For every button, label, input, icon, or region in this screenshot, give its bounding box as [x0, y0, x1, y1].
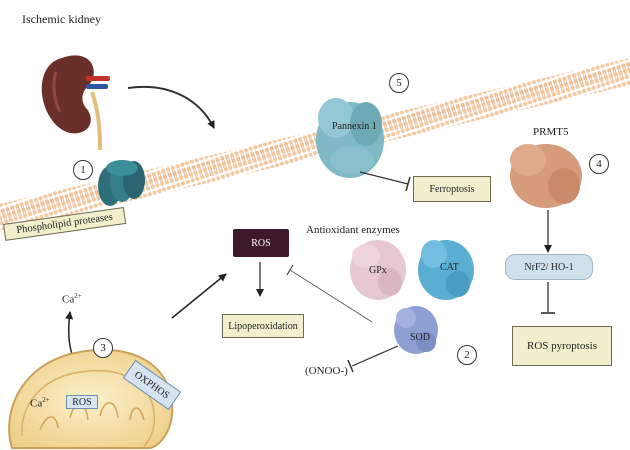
step-5-marker: 5 [389, 73, 409, 93]
step-3-marker: 3 [93, 338, 113, 358]
calcium-outside-text: Ca [62, 293, 75, 306]
kidney-to-membrane-arrow [127, 85, 215, 129]
antioxidant-enzymes-label: Antioxidant enzymes [306, 224, 400, 236]
gpx-protein-icon [350, 240, 406, 300]
ros-box: ROS [233, 229, 289, 257]
calcium-mito-text: Ca [30, 397, 43, 410]
pannexin-protein-icon [316, 98, 384, 178]
nrf2-pyroptosis-inhibit [541, 282, 555, 314]
calcium-mito-label: Ca2+ [30, 396, 50, 410]
sod-protein-icon [394, 306, 438, 354]
step-4-marker: 4 [589, 154, 609, 174]
mito-to-ros-arrow [171, 273, 227, 319]
nrf2-ho1-box: NrF2/ HO-1 [505, 254, 593, 280]
ferroptosis-box: Ferroptosis [413, 176, 491, 202]
gpx-label: GPx [369, 265, 387, 276]
sod-label: SOD [410, 332, 431, 343]
prmt5-label: PRMT5 [533, 126, 569, 138]
ischemic-kidney-label: Ischemic kidney [22, 12, 101, 26]
mito-to-calcium-arrow [65, 311, 74, 355]
mito-ros-box: ROS [66, 395, 98, 409]
cat-protein-icon [418, 240, 474, 300]
prmt5-protein-icon [510, 144, 582, 208]
lipoperoxidation-box: Lipoperoxidation [222, 314, 304, 338]
pannexin-label: Pannexin 1 [332, 121, 377, 132]
onoo-label: (ONOO-) [305, 365, 348, 377]
pannexin-ferroptosis-inhibit [359, 171, 411, 192]
kidney-icon [41, 55, 110, 151]
step-2-marker: 2 [457, 345, 477, 365]
calcium-outside-label: Ca2+ [62, 292, 82, 306]
cell-membrane [0, 58, 630, 231]
step-1-marker: 1 [73, 160, 93, 180]
calcium-mito-charge: 2+ [42, 396, 50, 404]
ros-pyroptosis-box: ROS pyroptosis [512, 326, 612, 366]
calcium-outside-charge: 2+ [74, 292, 82, 300]
cat-label: CAT [440, 262, 459, 273]
sod-onoo-inhibit [347, 345, 399, 373]
enzymes-ros-inhibit [286, 264, 373, 323]
membrane-channel-icon [98, 160, 145, 206]
